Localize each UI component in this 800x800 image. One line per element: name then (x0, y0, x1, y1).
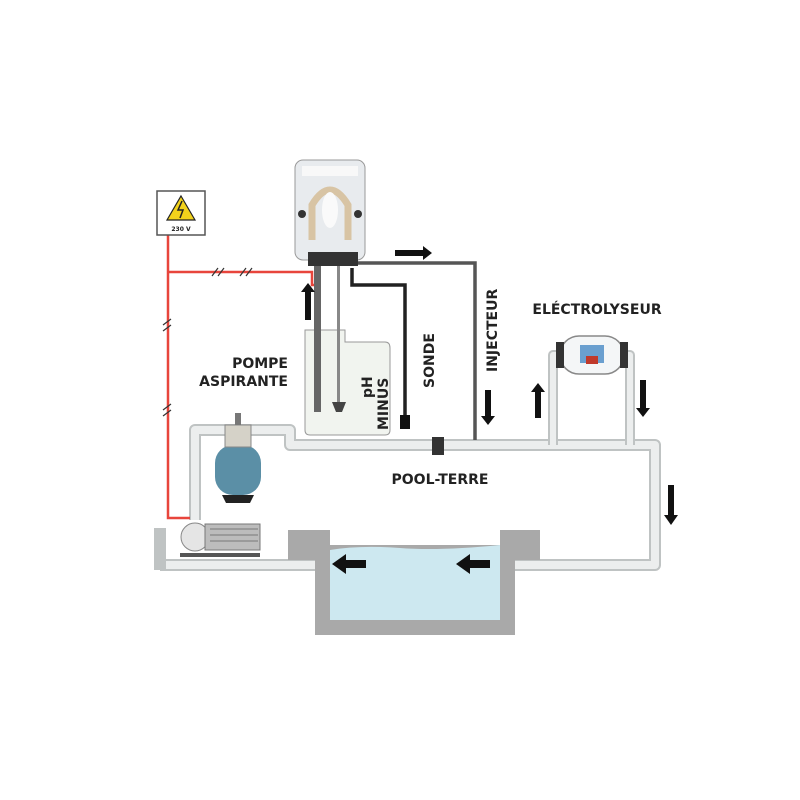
power-sign: 230 V (156, 190, 206, 236)
peristaltic-dosing-pump (294, 159, 366, 266)
voltage-label: 230 V (171, 226, 191, 233)
ground-label: POOL-TERRE (392, 472, 489, 488)
high-voltage-icon (165, 194, 197, 221)
probe (400, 415, 410, 429)
injector-label: INJECTEUR (485, 289, 501, 372)
arrow-left-icon (332, 554, 366, 574)
ph-minus-tank: pH MINUS (304, 262, 392, 436)
ground-clamp (432, 437, 444, 455)
pool (288, 530, 540, 635)
arrow-right-icon (395, 246, 432, 260)
tank-ph-label: pH (360, 376, 376, 398)
injector-line (355, 261, 477, 440)
arrow-up-icon (301, 283, 315, 320)
flow-arrows (301, 246, 678, 574)
pump-label-line1: POMPE (232, 356, 288, 372)
suction-pump (180, 522, 261, 557)
arrow-down-icon (481, 390, 495, 425)
electrolyser-cell (556, 335, 628, 375)
arrow-down-icon (664, 485, 678, 525)
sand-filter (215, 413, 261, 503)
probe-label: SONDE (422, 333, 438, 388)
pump-label-line2: ASPIRANTE (199, 374, 288, 390)
arrow-down-icon (636, 380, 650, 417)
tank-minus-label: MINUS (376, 378, 392, 430)
arrow-up-icon (531, 383, 545, 418)
probe-cable (350, 268, 407, 418)
electrolyser-label: ELÉCTROLYSEUR (532, 301, 661, 318)
arrow-left-icon (456, 554, 490, 574)
